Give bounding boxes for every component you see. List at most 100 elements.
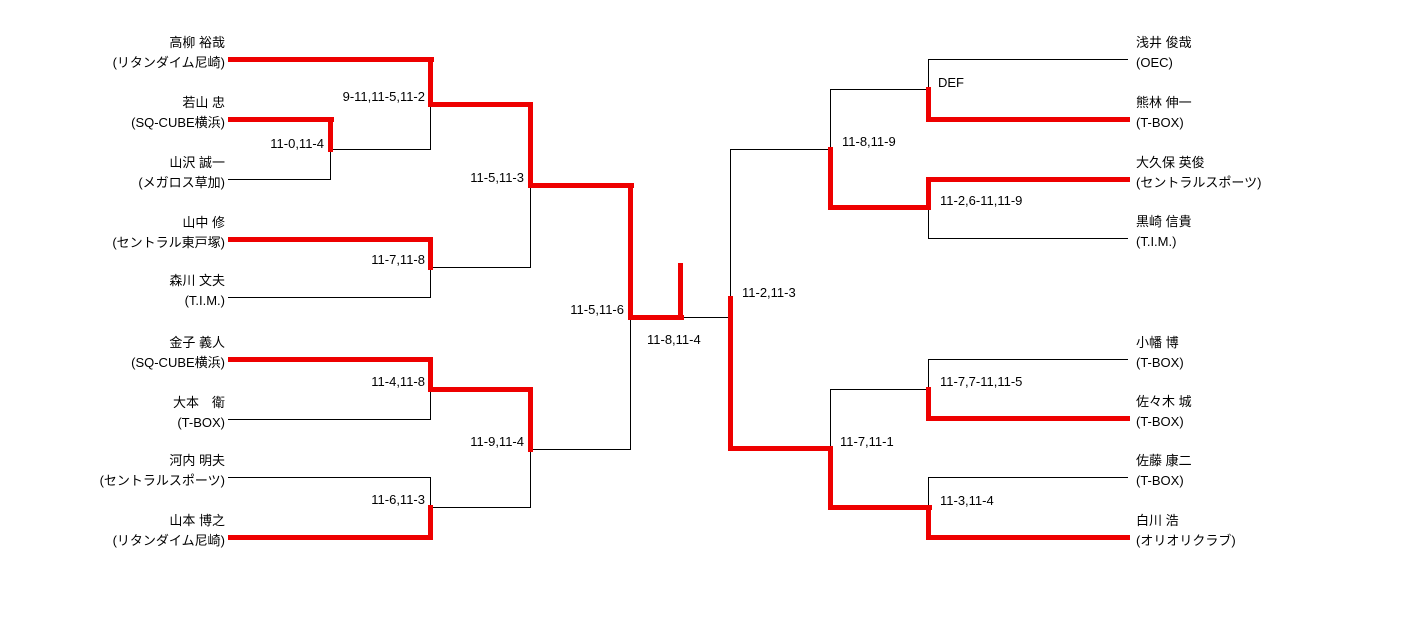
player-name-label: 大本 衛 (172, 395, 225, 410)
player-name-label: 小幡 博 (1136, 335, 1179, 350)
winner-path-line (630, 315, 684, 320)
player-club-label: (SQ-CUBE横浜) (131, 115, 225, 130)
player-club-label: (T.I.M.) (184, 293, 225, 308)
player-club-label: (リタンダイム尼崎) (112, 55, 225, 70)
winner-path-line (628, 183, 633, 320)
player-name-label: 森川 文夫 (169, 273, 225, 288)
player-name-label: 浅井 俊哉 (1136, 35, 1192, 50)
bracket-line (830, 89, 928, 90)
winner-path-line (228, 237, 430, 242)
winner-path-line (728, 296, 733, 451)
player-block: 森川 文夫 (T.I.M.) (169, 271, 225, 311)
player-block: 熊林 伸一(T-BOX) (1136, 93, 1192, 133)
player-block: 佐藤 康二 (T-BOX) (1136, 451, 1192, 491)
bracket-line (530, 449, 630, 450)
winner-path-line (928, 177, 1130, 182)
winner-path-line (228, 357, 430, 362)
player-block: 山沢 誠一 (メガロス草加) (138, 153, 225, 193)
winner-path-line (730, 446, 832, 451)
winner-path-line (926, 387, 931, 421)
match-score-label: 11-7,11-1 (840, 434, 894, 449)
player-name-label: 金子 義人 (169, 335, 225, 350)
match-score-label: 11-6,11-3 (371, 492, 425, 507)
bracket-line (830, 389, 928, 390)
bracket-line (228, 297, 430, 298)
bracket-line (682, 317, 730, 318)
bracket-line (928, 477, 1128, 478)
player-club-label: (T-BOX) (1136, 115, 1184, 130)
player-name-label: 若山 忠 (182, 95, 225, 110)
winner-path-line (830, 205, 930, 210)
match-score-label: 11-8,11-4 (647, 332, 701, 347)
player-block: 山中 修 (セントラル東戸塚) (112, 213, 225, 253)
player-club-label: (T.I.M.) (1136, 234, 1177, 249)
bracket-line (730, 149, 830, 150)
bracket-line (228, 477, 430, 478)
winner-path-line (928, 416, 1130, 421)
player-block: 大本 衛 (T-BOX) (173, 393, 225, 433)
player-club-label: (リタンダイム尼崎) (112, 533, 225, 548)
player-name-label: 河内 明夫 (169, 453, 225, 468)
player-block: 若山 忠 (SQ-CUBE横浜) (131, 93, 225, 133)
match-score-label: 11-2,6-11,11-9 (940, 193, 1023, 208)
player-club-label: (メガロス草加) (138, 175, 225, 190)
match-score-label: 11-0,11-4 (270, 136, 324, 151)
match-score-label: 11-3,11-4 (940, 493, 994, 508)
player-club-label: (T-BOX) (1136, 355, 1184, 370)
player-block: 高柳 裕哉 (リタンダイム尼崎) (113, 33, 225, 73)
winner-path-line (678, 263, 683, 320)
player-name-label: 山沢 誠一 (169, 155, 225, 170)
player-name-label: 佐藤 康二 (1136, 453, 1192, 468)
player-club-label: (OEC) (1136, 55, 1173, 70)
bracket-line (430, 267, 530, 268)
match-score-label: DEF (938, 75, 964, 90)
winner-path-line (428, 57, 433, 107)
winner-path-line (430, 387, 532, 392)
player-block: 大久保 英俊(セントラルスポーツ) (1136, 153, 1261, 193)
winner-path-line (528, 387, 533, 452)
winner-path-line (228, 117, 334, 122)
match-score-label: 11-7,11-8 (371, 252, 425, 267)
winner-path-line (428, 357, 433, 392)
player-name-label: 山本 博之 (169, 513, 225, 528)
player-name-label: 高柳 裕哉 (169, 35, 225, 50)
match-score-label: 11-8,11-9 (842, 134, 896, 149)
winner-path-line (926, 177, 931, 210)
player-name-label: 山中 修 (182, 215, 225, 230)
bracket-line (928, 59, 1128, 60)
winner-path-line (428, 237, 433, 270)
bracket-line (430, 507, 530, 508)
winner-path-line (926, 87, 931, 122)
player-club-label: (T-BOX) (1136, 473, 1184, 488)
player-club-label: (T-BOX) (1136, 414, 1184, 429)
player-name-label: 白川 浩 (1136, 513, 1179, 528)
winner-path-line (228, 57, 434, 62)
winner-path-line (928, 535, 1130, 540)
player-block: 金子 義人 (SQ-CUBE横浜) (131, 333, 225, 373)
player-club-label: (SQ-CUBE横浜) (131, 355, 225, 370)
player-block: 山本 博之 (リタンダイム尼崎) (113, 511, 225, 551)
player-block: 河内 明夫 (セントラルスポーツ) (100, 451, 225, 491)
bracket-line (330, 149, 430, 150)
match-score-label: 11-4,11-8 (371, 374, 425, 389)
match-score-label: 11-5,11-6 (570, 302, 624, 317)
player-block: 白川 浩(オリオリクラブ) (1136, 511, 1236, 551)
match-score-label: 11-2,11-3 (742, 285, 796, 300)
player-block: 黒崎 信貴 (T.I.M.) (1136, 212, 1192, 252)
match-score-label: 11-9,11-4 (470, 434, 524, 449)
player-club-label: (セントラルスポーツ) (99, 473, 225, 488)
player-club-label: (T-BOX) (177, 415, 225, 430)
bracket-line (228, 419, 430, 420)
winner-path-line (328, 117, 333, 152)
player-block: 小幡 博 (T-BOX) (1136, 333, 1184, 373)
player-club-label: (セントラル東戸塚) (112, 235, 225, 250)
winner-path-line (428, 505, 433, 540)
winner-path-line (830, 505, 932, 510)
bracket-line (928, 238, 1128, 239)
winner-path-line (928, 117, 1130, 122)
player-name-label: 黒崎 信貴 (1136, 214, 1192, 229)
